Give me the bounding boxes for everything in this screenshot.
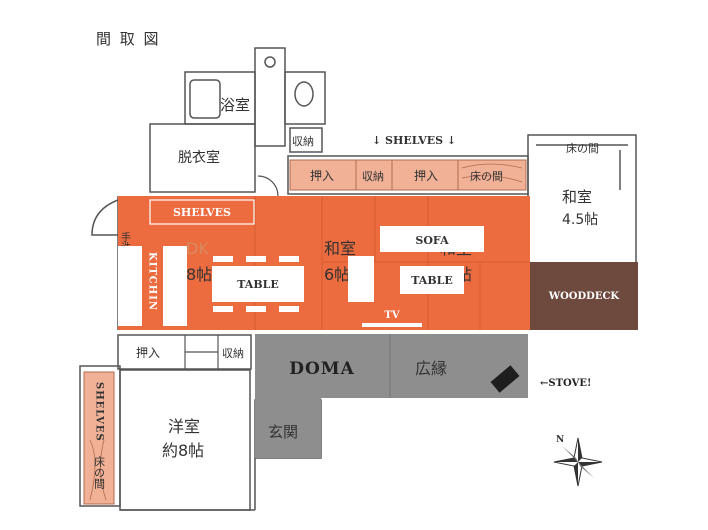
room-storage-top: 収納 [292, 135, 314, 148]
doma-area [255, 334, 528, 400]
table-left-group [212, 256, 304, 312]
sofa [380, 226, 484, 252]
room-genkan: 玄関 [268, 423, 298, 441]
side-table [348, 256, 374, 302]
top-closet-strip [289, 159, 527, 191]
room-washitsu-right: 和室 [562, 188, 592, 206]
room-dressing: 脱衣室 [178, 149, 220, 166]
room-closet-c: 押入 [136, 346, 160, 360]
wooddeck [530, 262, 638, 330]
sofa-label: SOFA [415, 234, 449, 247]
shelves-top-label: ↓ SHELVES ↓ [372, 134, 456, 147]
kitchen-white-left [118, 246, 142, 326]
room-bath: 浴室 [220, 96, 250, 114]
stove-label: ←STOVE! [540, 378, 591, 389]
closet-row-lower [184, 335, 219, 369]
room-hiroen: 広縁 [415, 359, 447, 378]
table-right [400, 266, 464, 294]
wooddeck-label: WOODDECK [548, 291, 620, 302]
room-tokonoma-left: 床の間 [93, 455, 106, 490]
room-youshitsu-size: 約8帖 [162, 441, 204, 460]
table-left-label: TABLE [237, 278, 279, 291]
kitchen-white-right [163, 246, 187, 326]
room-washitsu-mid: 和室 [324, 239, 356, 258]
room-closet-b: 押入 [414, 169, 438, 183]
tv [362, 323, 422, 327]
plan-title: 間 取 図 [96, 30, 161, 48]
room-storage-c: 収納 [222, 347, 244, 360]
shelves-left-label: SHELVES [94, 382, 105, 442]
shelves-left-grain [89, 439, 107, 501]
kitchen-label: KITCHIN [147, 252, 158, 311]
room-youshitsu: 洋室 [168, 417, 200, 436]
doma-label: DOMA [289, 359, 355, 379]
door-arc [257, 175, 279, 197]
room-washitsu-right-size: 4.5帖 [562, 212, 598, 228]
compass-north-label: N [556, 435, 564, 445]
table-right-label: TABLE [411, 274, 453, 287]
room-closet-a: 押入 [310, 169, 334, 183]
room-dk-faint: DK [186, 239, 209, 258]
shelves-box [149, 199, 255, 225]
stove [490, 365, 520, 393]
tv-label: TV [384, 310, 399, 321]
compass-icon [553, 437, 603, 487]
room-storage-a: 収納 [362, 170, 384, 183]
room-dk-size-faint: 8帖 [186, 265, 212, 284]
room-tokonoma-top: 床の間 [470, 169, 503, 183]
shelves-left-strip [83, 371, 115, 505]
room-washitsu-mid-size: 6帖 [324, 265, 350, 284]
shelves-box-label: SHELVES [173, 206, 231, 219]
room-tokonoma-right: 床の間 [566, 141, 599, 155]
genkan-area [255, 400, 321, 458]
